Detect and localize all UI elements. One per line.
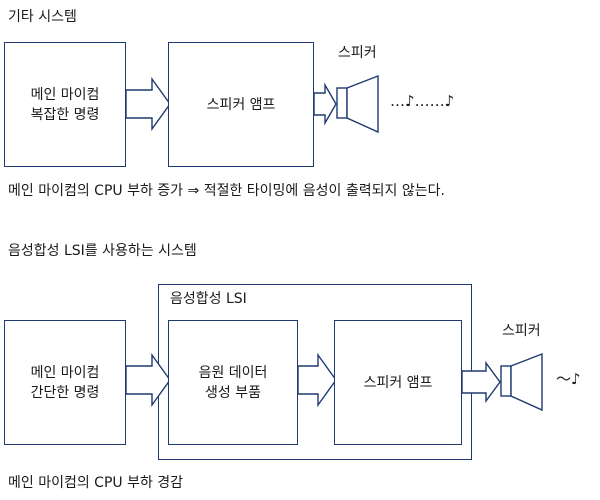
main-mcu-label: 메인 마이컴: [30, 364, 100, 381]
speaker-amp-box-1: 스피커 앰프: [168, 42, 314, 167]
generator-label-line1: 음원 데이터: [198, 364, 268, 381]
section2-title: 음성합성 LSI를 사용하는 시스템: [8, 243, 197, 259]
sound-output-1: …♪……♪: [390, 92, 455, 110]
speaker-icon-1: [336, 74, 379, 134]
section1-caption: 메인 마이컴의 CPU 부하 증가 ⇒ 적절한 타이밍에 음성이 출력되지 않는…: [8, 183, 445, 199]
speaker-icon-2: [500, 352, 543, 412]
speaker-amp-label: 스피커 앰프: [206, 96, 276, 113]
arrow-amp-to-speaker-2: [461, 360, 501, 404]
section2-caption: 메인 마이컴의 CPU 부하 경감: [8, 475, 184, 491]
arrow-mcu-to-generator: [125, 352, 171, 408]
command-label: 복잡한 명령: [30, 106, 100, 123]
speaker-label-1: 스피커: [338, 45, 377, 61]
command-label: 간단한 명령: [30, 384, 100, 401]
generator-label-line2: 생성 부품: [205, 384, 261, 401]
section1-title: 기타 시스템: [8, 9, 77, 25]
sound-data-generator-box: 음원 데이터 생성 부품: [168, 320, 298, 445]
arrow-generator-to-amp: [297, 352, 337, 408]
main-mcu-box-complex: 메인 마이컴 복잡한 명령: [4, 42, 126, 167]
speaker-amp-label: 스피커 앰프: [363, 374, 433, 391]
sound-output-2: ～♪: [556, 370, 581, 388]
main-mcu-box-simple: 메인 마이컴 간단한 명령: [4, 320, 126, 445]
arrow-amp-to-speaker-1: [313, 82, 337, 126]
speech-lsi-label: 음성합성 LSI: [170, 291, 247, 307]
speaker-label-2: 스피커: [502, 323, 541, 339]
main-mcu-label: 메인 마이컴: [30, 86, 100, 103]
arrow-mcu-to-amp-1: [125, 76, 171, 132]
speaker-amp-box-2: 스피커 앰프: [334, 320, 462, 445]
